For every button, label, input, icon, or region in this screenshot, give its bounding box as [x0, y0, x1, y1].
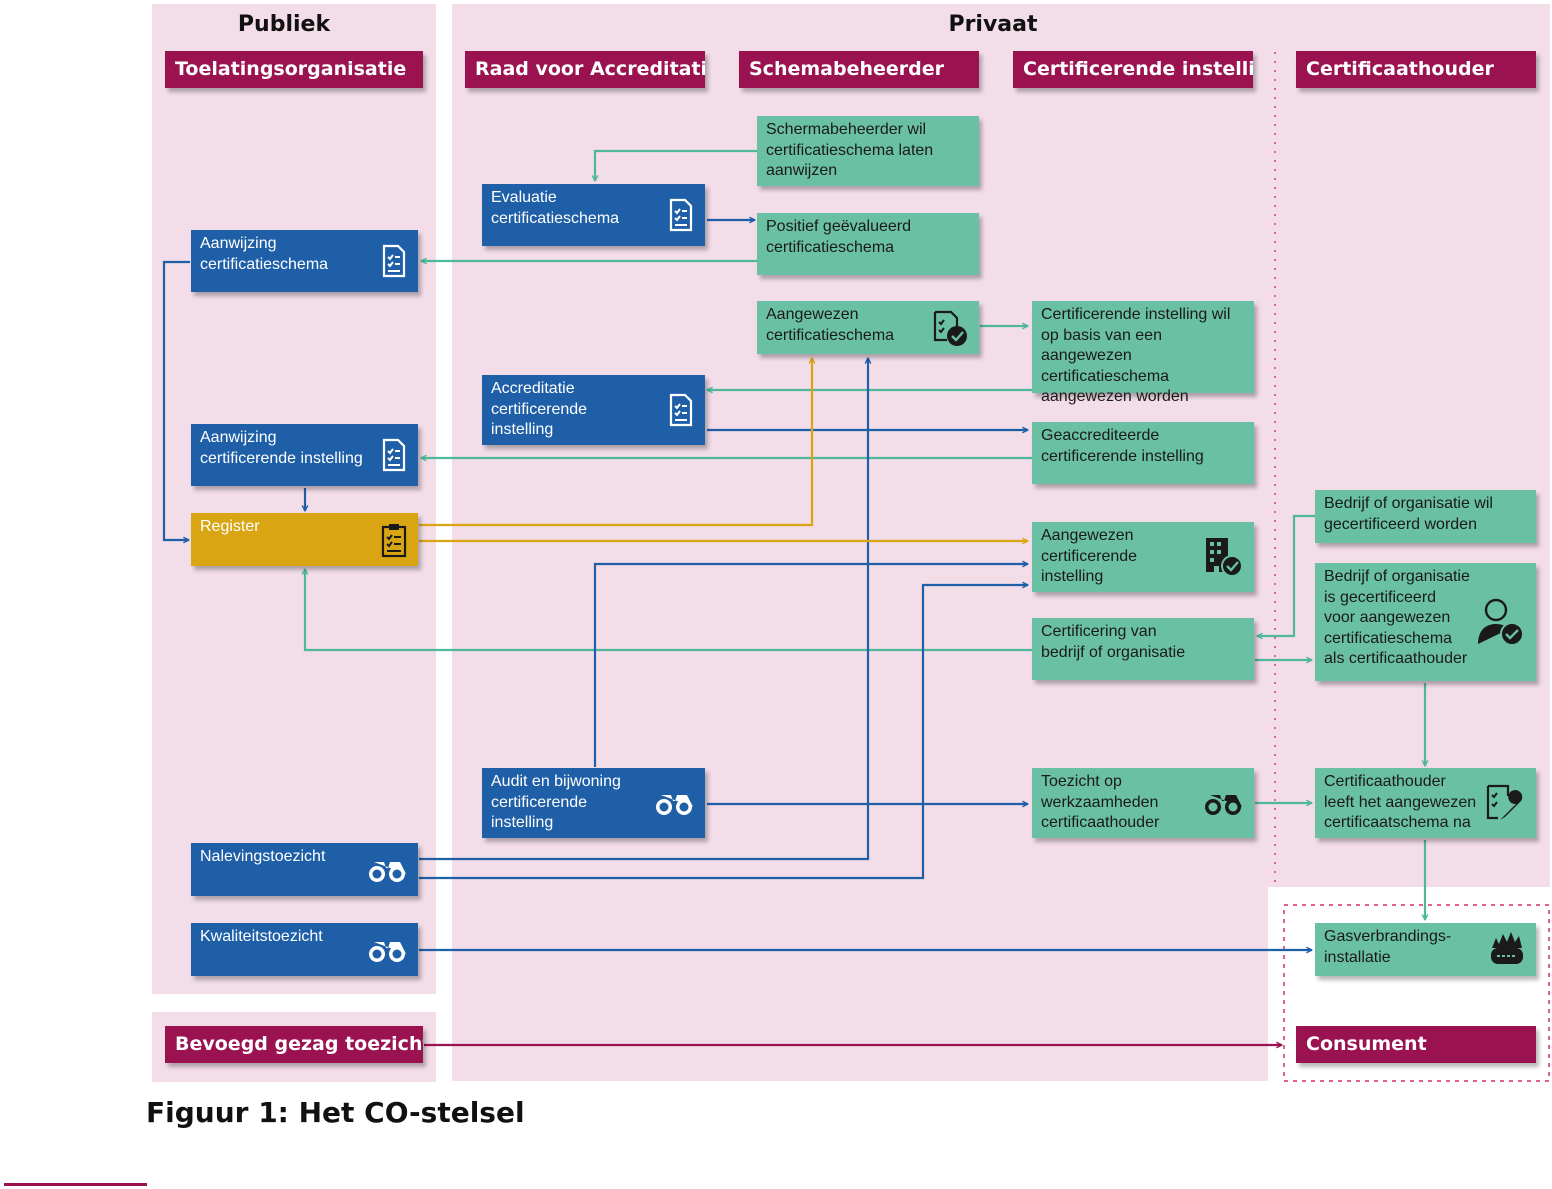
box-label: Aanwijzing certificerende instelling [200, 429, 363, 467]
box-audit-en-bijwoning: Audit en bijwoning certificerende instel… [482, 768, 705, 838]
box-label: Aangewezen certificerende instelling [1041, 527, 1138, 585]
box-aangewezen-ci: Aangewezen certificerende instelling [1032, 522, 1254, 592]
box-nalevingstoezicht: Nalevingstoezicht [191, 843, 418, 896]
binoculars-icon [1205, 795, 1242, 815]
box-evaluatie-certificatieschema: Evaluatie certificatieschema [482, 184, 705, 246]
box-label: Gasverbrandings- installatie [1324, 928, 1452, 966]
box-label: Positief geëvalueerd certificatieschema [766, 218, 911, 256]
role-certificaathouder: Certificaathouder [1296, 51, 1536, 88]
box-bedrijf-is-gecertificeerd: Bedrijf of organisatie is gecertificeerd… [1315, 563, 1536, 681]
footer-rule [4, 1183, 147, 1186]
role-toelatingsorganisatie: Toelatingsorganisatie [165, 51, 423, 88]
role-consument: Consument [1296, 1026, 1536, 1063]
panel-privaat [452, 4, 1550, 887]
document-check-icon [933, 310, 967, 346]
box-label: Bedrijf of organisatie is gecertificeerd… [1324, 568, 1470, 667]
checklist-wrench-icon [1486, 784, 1523, 820]
role-raad-voor-accreditatie: Raad voor Accreditatie [465, 51, 705, 88]
box-label: Nalevingstoezicht [200, 848, 326, 865]
box-label: Aanwijzing certificatieschema [200, 235, 329, 273]
figure-caption: Figuur 1: Het CO-stelsel [146, 1096, 525, 1129]
box-bedrijf-wil-gecertificeerd: Bedrijf of organisatie wil gecertificeer… [1315, 490, 1536, 543]
box-label: Register [200, 518, 260, 535]
box-label: Certificerende instelling wil op basis v… [1041, 306, 1231, 405]
document-checklist-icon [382, 244, 406, 278]
box-certificaathouder-leeft-na: Certificaathouder leeft het aangewezen c… [1315, 768, 1536, 838]
box-ci-wil-aangewezen-worden: Certificerende instelling wil op basis v… [1032, 301, 1254, 405]
box-aangewezen-certificatieschema: Aangewezen certificatieschema [757, 301, 979, 354]
panel-privaat-lower [452, 880, 1268, 1081]
box-label: Aangewezen certificatieschema [766, 306, 895, 344]
box-label: Geaccrediteerde certificerende instellin… [1041, 427, 1204, 465]
box-label: Kwaliteitstoezicht [200, 928, 323, 945]
box-aanwijzing-certificerende-instelling: Aanwijzing certificerende instelling [191, 424, 418, 486]
box-label: Certificaathouder leeft het aangewezen c… [1324, 773, 1477, 831]
column-title-publiek: Publiek [237, 12, 331, 37]
building-check-icon [1206, 538, 1243, 577]
box-positief-geevalueerd: Positief geëvalueerd certificatieschema [757, 213, 979, 275]
box-gasverbrandingsinstallatie: Gasverbrandings- installatie [1315, 923, 1536, 976]
document-checklist-icon [669, 393, 693, 427]
role-bevoegd-gezag-toezicht: Bevoegd gezag toezicht [165, 1026, 423, 1063]
binoculars-icon [369, 941, 406, 962]
box-label: Bedrijf of organisatie wil gecertificeer… [1324, 495, 1493, 533]
box-label: Audit en bijwoning certificerende instel… [491, 773, 621, 831]
box-toezicht-op-werkzaamheden: Toezicht op werkzaamheden certificaathou… [1032, 768, 1254, 838]
box-label: Evaluatie certificatieschema [491, 189, 620, 227]
document-checklist-icon [669, 198, 693, 232]
box-label: Certificering van bedrijf of organisatie [1041, 623, 1186, 661]
role-certificerende-instelling: Certificerende instelling [1013, 51, 1253, 88]
box-label: Toezicht op werkzaamheden certificaathou… [1041, 773, 1160, 831]
box-certificering-van-bedrijf: Certificering van bedrijf of organisatie [1032, 618, 1254, 680]
box-aanwijzing-certificatieschema: Aanwijzing certificatieschema [191, 230, 418, 292]
person-check-icon [1478, 598, 1524, 646]
binoculars-icon [369, 861, 406, 882]
column-title-privaat: Privaat [948, 12, 1038, 37]
box-accreditatie: Accreditatie certificerende instelling [482, 375, 705, 445]
gas-burner-icon [1491, 931, 1523, 964]
box-label: Schermabeheerder wil certificatieschema … [766, 121, 934, 179]
box-geaccrediteerde-ci: Geaccrediteerde certificerende instellin… [1032, 422, 1254, 484]
box-kwaliteitstoezicht: Kwaliteitstoezicht [191, 923, 418, 976]
box-schemabeheerder-wil: Schermabeheerder wil certificatieschema … [757, 116, 979, 186]
document-checklist-icon [382, 438, 406, 472]
panel-publiek [152, 4, 436, 994]
clipboard-icon [381, 523, 407, 557]
binoculars-icon [656, 795, 693, 815]
box-label: Accreditatie certificerende instelling [491, 380, 588, 438]
role-schemabeheerder: Schemabeheerder [739, 51, 979, 88]
box-register: Register [191, 513, 418, 566]
